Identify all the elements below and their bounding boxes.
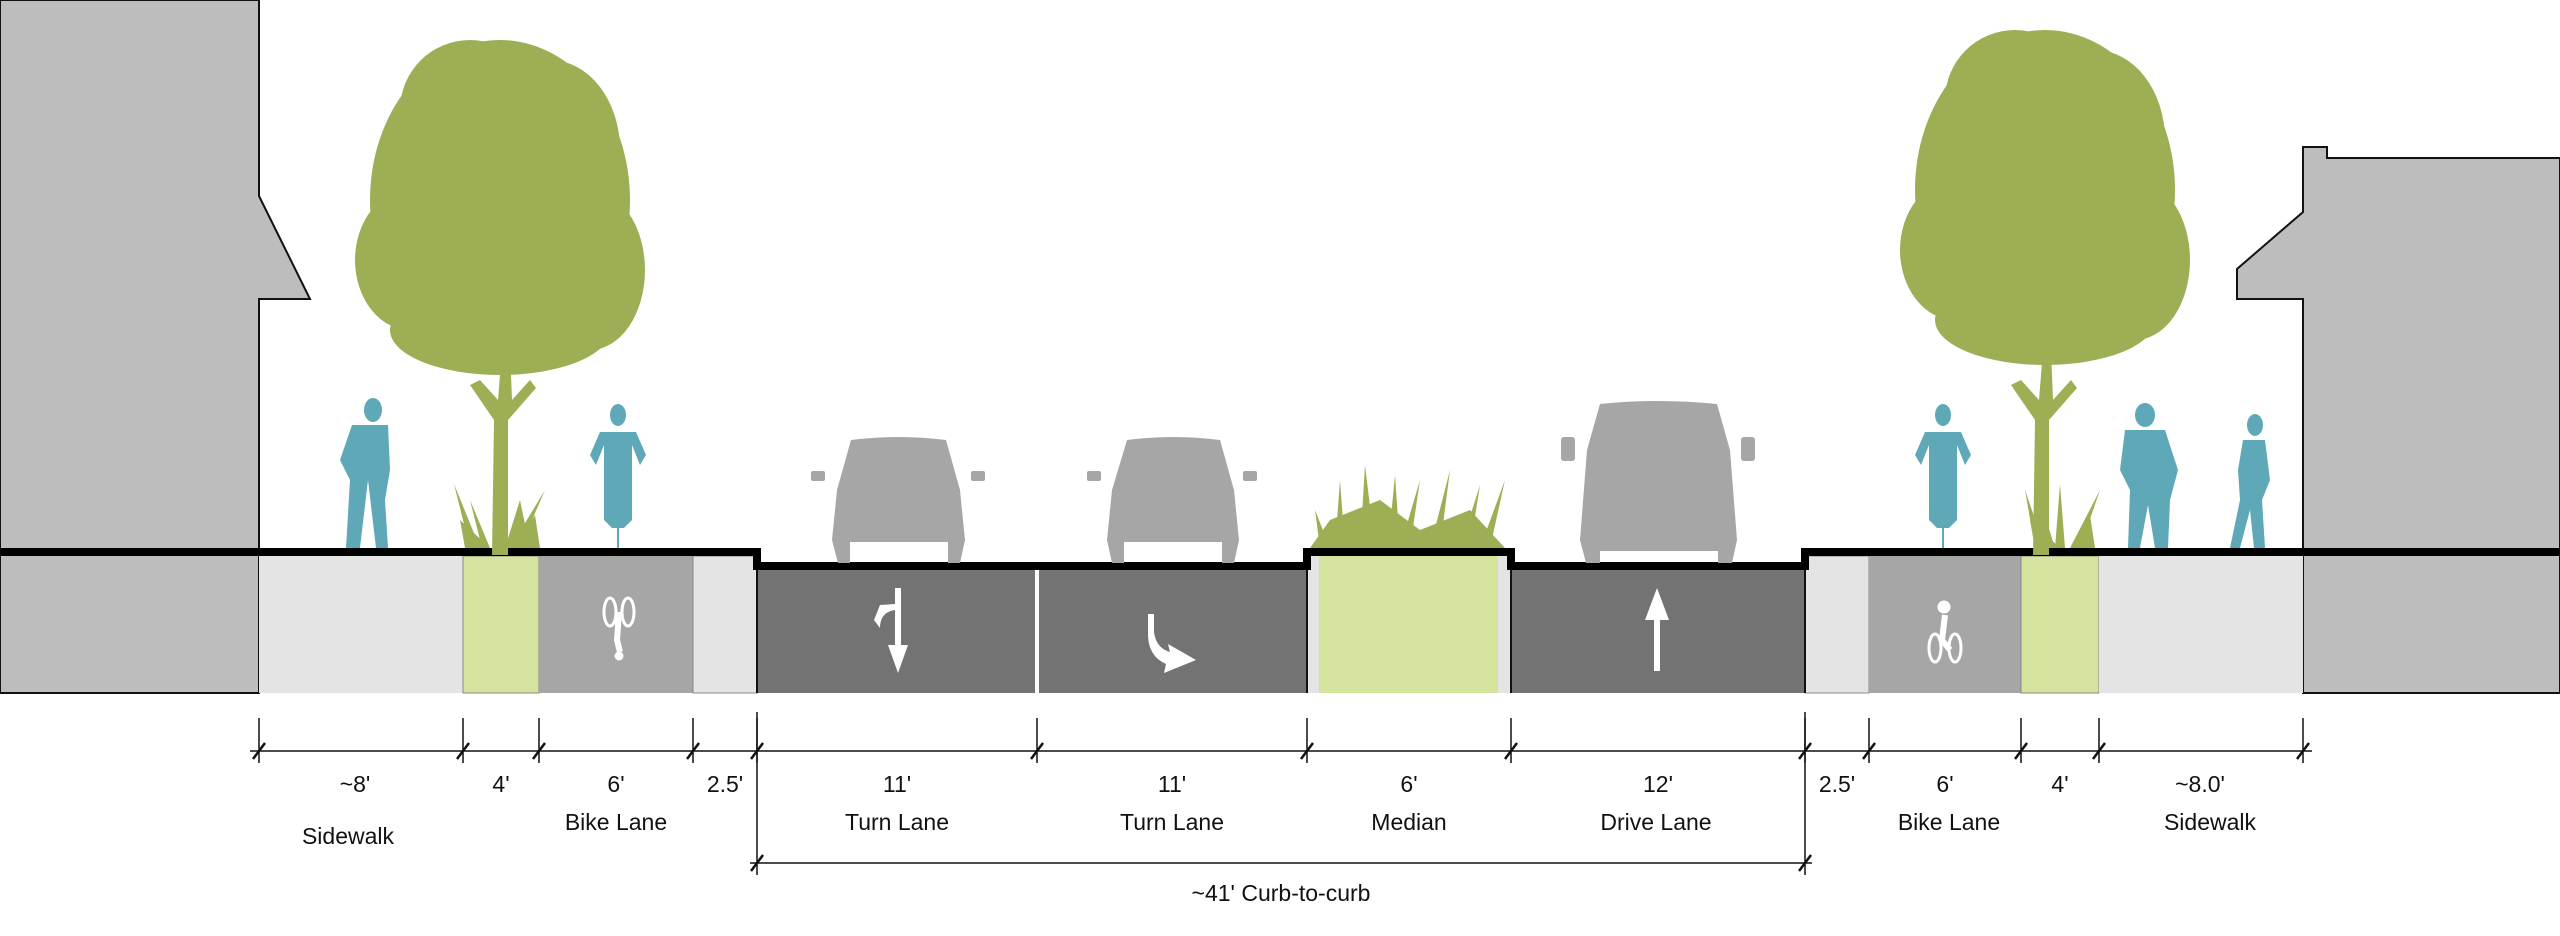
width-turn-lane-1: 11' (883, 771, 911, 797)
dimension-tick (2092, 742, 2106, 760)
dimension-tick (252, 742, 266, 760)
dimension-tick (1504, 742, 1518, 760)
dimension-tick (532, 742, 546, 760)
lane-divider (1035, 569, 1039, 693)
section-vertical-lines (756, 553, 1806, 693)
cyclist-left (590, 404, 646, 548)
left-building (0, 0, 312, 694)
car-drive-lane (1561, 401, 1755, 563)
right-sidewalk (2099, 556, 2303, 693)
right-planting-strip (2020, 555, 2100, 694)
bike-symbol-left (602, 596, 636, 661)
left-tree (355, 40, 645, 555)
right-grass (2025, 484, 2100, 548)
dimension-tick (1862, 742, 1876, 760)
dimension-tick (456, 742, 470, 760)
pedestrian-right-2 (2230, 414, 2270, 548)
car-turn-lane-2 (1087, 437, 1257, 563)
ground-line (0, 548, 2560, 570)
right-buffer (1804, 555, 1870, 694)
label-bike-lane-right: Bike Lane (1898, 809, 2000, 835)
label-sidewalk-left: Sidewalk (302, 823, 395, 849)
median-grass (1310, 465, 1505, 548)
left-through-turn-arrow (874, 588, 908, 673)
right-tree (1900, 30, 2190, 555)
dimension-labels: ~8' 4' 6' 2.5' 11' 11' 6' 12' 2.5' 6' 4'… (302, 771, 2257, 906)
width-planting-right: 4' (2051, 771, 2068, 797)
width-median: 6' (1400, 771, 1417, 797)
width-buffer-right: 2.5' (1819, 771, 1855, 797)
width-buffer-left: 2.5' (707, 771, 743, 797)
dimension-tick (2296, 742, 2310, 760)
label-turn-lane-2: Turn Lane (1120, 809, 1224, 835)
dimension-tick (1300, 742, 1314, 760)
dimension-tick (686, 742, 700, 760)
width-drive-lane: 12' (1643, 771, 1673, 797)
through-arrow (1645, 588, 1669, 671)
median-planting (1319, 553, 1498, 693)
left-planting-strip (462, 555, 540, 694)
left-grass (454, 484, 545, 548)
right-turn-arrow (1148, 614, 1196, 673)
label-bike-lane-left: Bike Lane (565, 809, 667, 835)
width-sidewalk-left: ~8' (340, 771, 371, 797)
width-planting-left: 4' (492, 771, 509, 797)
label-turn-lane-1: Turn Lane (845, 809, 949, 835)
cyclist-right (1915, 404, 1971, 548)
width-sidewalk-right: ~8.0' (2175, 771, 2225, 797)
left-buffer (692, 555, 758, 694)
dimension-tick (2014, 742, 2028, 760)
left-sidewalk (259, 556, 463, 693)
dimension-tick (1030, 742, 1044, 760)
dimension-lines (250, 712, 2312, 875)
car-turn-lane-1 (811, 437, 985, 563)
section-fills (259, 553, 2303, 694)
width-turn-lane-2: 11' (1158, 771, 1186, 797)
label-median: Median (1371, 809, 1446, 835)
pedestrian-right-1 (2120, 403, 2178, 548)
pedestrian-left (340, 398, 390, 548)
bike-symbol-right (1927, 600, 1963, 664)
curb-to-curb-label: ~41' Curb-to-curb (1192, 880, 1371, 906)
turn-lane-2 (1037, 563, 1307, 693)
label-drive-lane: Drive Lane (1600, 809, 1711, 835)
width-bike-lane-right: 6' (1936, 771, 1953, 797)
label-sidewalk-right: Sidewalk (2164, 809, 2257, 835)
width-bike-lane-left: 6' (607, 771, 624, 797)
